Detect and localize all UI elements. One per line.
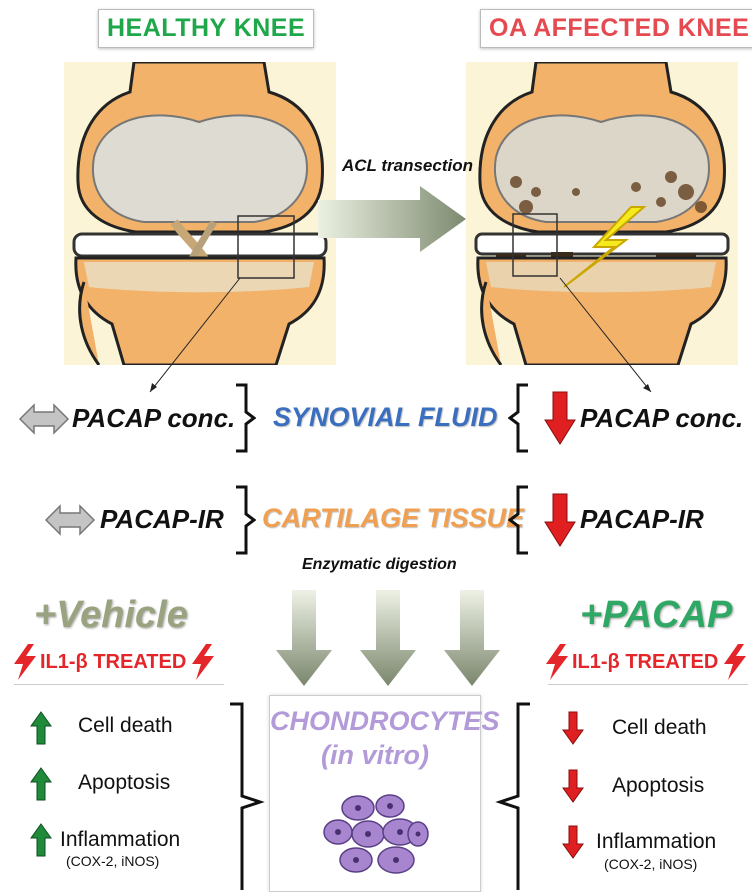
down-arrow-icon [562, 710, 584, 746]
right-group-bracket [494, 700, 538, 890]
cartilage-pacap-right: PACAP-IR [580, 504, 704, 535]
down-arrow-icon [360, 590, 416, 686]
synovial-pacap-right: PACAP conc. [580, 403, 743, 434]
lightning-icon [188, 642, 218, 682]
effect-right-inflammation-sub: (COX-2, iNOS) [604, 856, 697, 872]
left-group-bracket [222, 700, 266, 890]
effect-left-inflammation: Inflammation [60, 828, 180, 852]
chondrocytes-box: CHONDROCYTES (in vitro) [269, 695, 481, 892]
cartilage-pacap-left: PACAP-IR [100, 504, 224, 535]
down-arrow-icon [562, 768, 584, 804]
cartilage-tissue-label: CARTILAGE TISSUE [262, 503, 524, 534]
right-bracket [508, 484, 532, 556]
up-arrow-icon [30, 766, 52, 802]
down-arrow-icon [544, 492, 576, 548]
effect-left-inflammation-sub: (COX-2, iNOS) [66, 853, 159, 869]
effect-right-inflammation: Inflammation [596, 830, 716, 854]
down-arrow-icon [444, 590, 500, 686]
chondrocytes-title: CHONDROCYTES [270, 706, 480, 737]
double-headed-arrow-icon [44, 503, 96, 537]
double-headed-arrow-icon [18, 402, 70, 436]
synovial-fluid-label: SYNOVIAL FLUID [273, 402, 498, 433]
divider [548, 684, 748, 685]
down-arrow-icon [276, 590, 332, 686]
effect-left-apoptosis: Apoptosis [78, 771, 170, 795]
effect-right-apoptosis: Apoptosis [612, 774, 704, 798]
pointer-lines [0, 0, 752, 400]
chondrocyte-cells-icon [322, 794, 434, 876]
left-bracket [232, 484, 256, 556]
pacap-group-title: +PACAP [580, 594, 732, 637]
effect-left-cell-death: Cell death [78, 714, 173, 738]
left-bracket [232, 382, 256, 454]
effect-right-cell-death: Cell death [612, 716, 707, 740]
up-arrow-icon [30, 822, 52, 858]
pacap-treated-label: IL1-β TREATED [572, 651, 718, 674]
synovial-pacap-left: PACAP conc. [72, 403, 235, 434]
vehicle-treated-label: IL1-β TREATED [40, 651, 186, 674]
chondrocytes-subtitle: (in vitro) [270, 740, 480, 771]
digestion-arrows [270, 590, 510, 690]
down-arrow-icon [544, 390, 576, 446]
divider [14, 684, 224, 685]
right-bracket [508, 382, 532, 454]
enzymatic-digestion-label: Enzymatic digestion [302, 556, 457, 574]
down-arrow-icon [562, 824, 584, 860]
up-arrow-icon [30, 710, 52, 746]
lightning-icon [720, 642, 750, 682]
lightning-icon [10, 642, 40, 682]
lightning-icon [542, 642, 572, 682]
vehicle-group-title: +Vehicle [34, 594, 188, 637]
